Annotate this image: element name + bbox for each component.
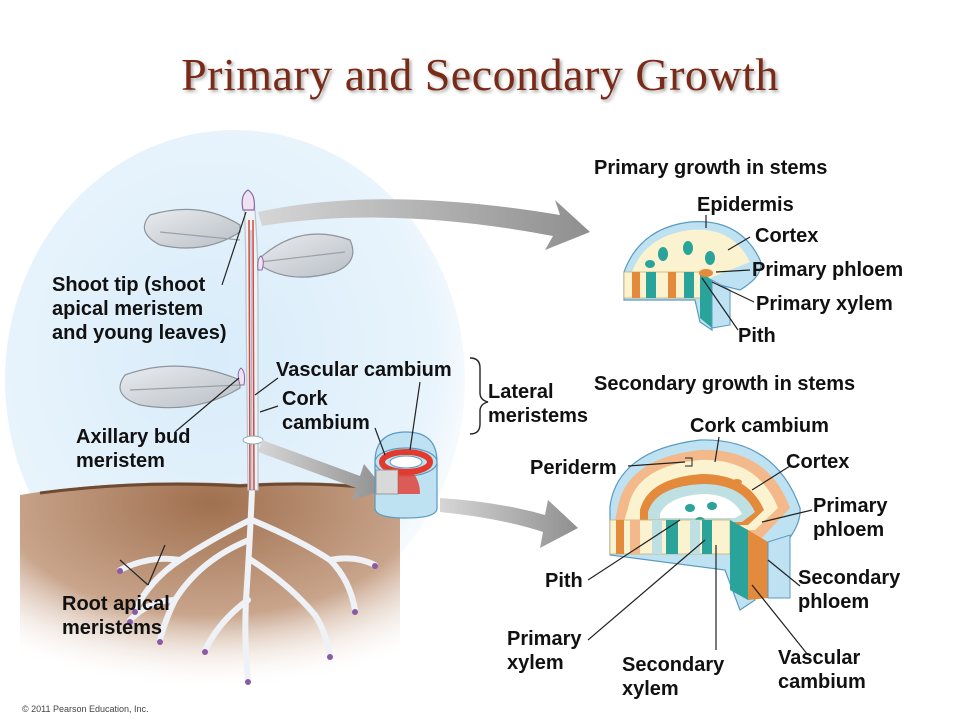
primary-xylem-label: Primary xylem: [756, 293, 893, 315]
svg-text:apical meristem: apical meristem: [52, 298, 203, 320]
svg-text:Primary: Primary: [813, 495, 888, 517]
soil-surface: [39, 482, 396, 495]
svg-text:meristems: meristems: [488, 405, 588, 427]
secondary-phloem-label: Secondary phloem: [798, 567, 901, 613]
arrow-to-primary: [258, 199, 590, 250]
svg-text:Axillary bud: Axillary bud: [76, 426, 190, 448]
stem-section-marker: [242, 435, 264, 445]
soil: [20, 482, 400, 690]
epidermis-label: Epidermis: [697, 194, 794, 216]
vascular-cambium-label: Vascular cambium: [276, 359, 452, 381]
svg-text:Cork: Cork: [282, 388, 328, 410]
svg-text:xylem: xylem: [507, 652, 564, 674]
shoot-tip-label: Shoot tip (shoot apical meristem and you…: [52, 274, 227, 344]
cortex-label-primary: Cortex: [755, 225, 818, 247]
svg-text:cambium: cambium: [778, 671, 866, 693]
stem-vascular-line: [248, 219, 251, 491]
svg-text:meristems: meristems: [62, 617, 162, 639]
svg-text:phloem: phloem: [813, 519, 884, 541]
pith-label-secondary: Pith: [545, 570, 583, 592]
primary-xylem-label-secondary: Primary xylem: [507, 628, 582, 674]
secondary-xylem-label: Secondary xylem: [622, 654, 725, 700]
svg-text:and young leaves): and young leaves): [52, 322, 227, 344]
periderm-label: Periderm: [530, 457, 617, 479]
primary-phloem-label: Primary phloem: [752, 259, 903, 281]
cork-cambium-label-secondary: Cork cambium: [690, 415, 829, 437]
svg-text:Vascular: Vascular: [778, 647, 861, 669]
page-title: Primary and Secondary Growth: [181, 49, 779, 100]
shoot-tip-bud: [241, 189, 255, 211]
axillary-bud-label: Axillary bud meristem: [76, 426, 190, 472]
arrow-to-secondary: [440, 498, 578, 548]
secondary-stem-section: [609, 439, 801, 611]
root-apical-label: Root apical meristems: [62, 593, 170, 639]
cork-cambium-label: Cork cambium: [282, 388, 370, 434]
primary-phloem-label-secondary: Primary phloem: [813, 495, 888, 541]
pith-label-primary: Pith: [738, 325, 776, 347]
secondary-leader-lines: [587, 436, 813, 656]
lateral-brace: [469, 357, 489, 435]
copyright-notice: © 2011 Pearson Education, Inc.: [22, 704, 149, 714]
secondary-growth-header: Secondary growth in stems: [594, 373, 855, 395]
svg-text:Secondary: Secondary: [622, 654, 725, 676]
primary-growth-header: Primary growth in stems: [594, 157, 827, 179]
svg-text:phloem: phloem: [798, 591, 869, 613]
vascular-cambium-label-secondary: Vascular cambium: [778, 647, 866, 693]
svg-text:Secondary: Secondary: [798, 567, 901, 589]
svg-text:Root apical: Root apical: [62, 593, 170, 615]
leaves: [119, 208, 354, 409]
svg-text:Lateral: Lateral: [488, 381, 554, 403]
cambium-cylinder: [374, 431, 438, 519]
primary-stem-section: [623, 221, 762, 332]
roots: [117, 487, 378, 683]
svg-text:Primary: Primary: [507, 628, 582, 650]
plant-leader-lines: [119, 211, 421, 586]
svg-text:meristem: meristem: [76, 450, 165, 472]
svg-text:cambium: cambium: [282, 412, 370, 434]
primary-leader-lines: [701, 215, 755, 331]
root-tips: [117, 563, 378, 685]
svg-text:xylem: xylem: [622, 678, 679, 700]
lateral-meristems-label: Lateral meristems: [488, 381, 588, 427]
cortex-label-secondary: Cortex: [786, 451, 849, 473]
svg-text:Shoot tip (shoot: Shoot tip (shoot: [52, 274, 206, 296]
arrow-to-cambium: [258, 440, 385, 500]
